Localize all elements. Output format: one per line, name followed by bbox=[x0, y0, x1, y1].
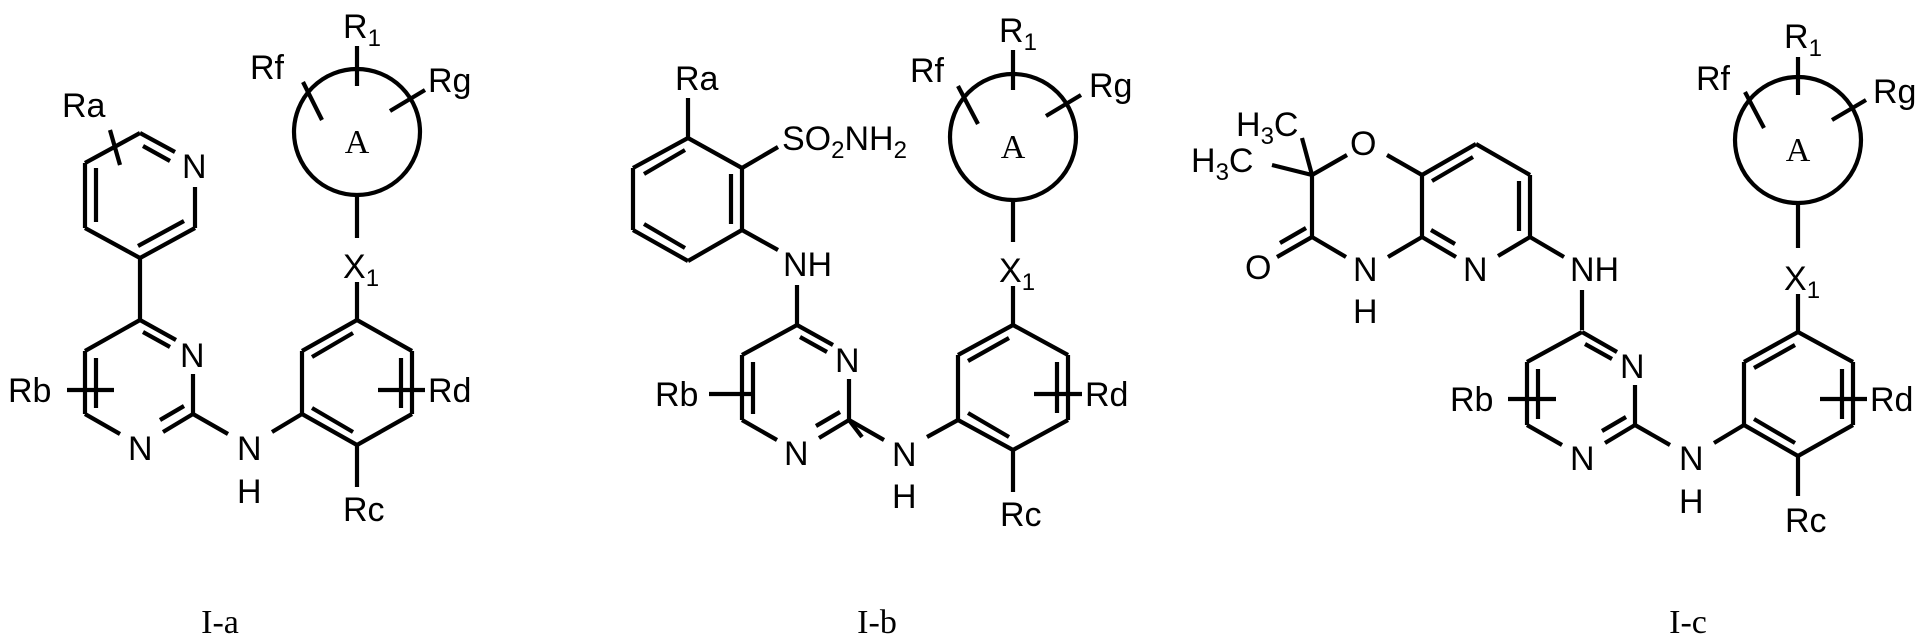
aniline-ring: Rd Rc bbox=[955, 323, 1128, 534]
rf-label: Rf bbox=[910, 52, 945, 90]
x1-label: X1 bbox=[999, 252, 1035, 296]
structure-I-c: H3C H3C O O N H bbox=[1191, 18, 1916, 641]
pyridine-n-label: N bbox=[182, 148, 207, 186]
aniline-ring: Rd Rc bbox=[299, 318, 471, 529]
pyrimidine-n2-label: N bbox=[1570, 440, 1595, 478]
rb-label: Rb bbox=[8, 372, 51, 410]
pyrimidine-ring: N N Rb N H bbox=[655, 323, 960, 516]
ring-a-label: A bbox=[1001, 129, 1026, 166]
rc-label: Rc bbox=[1000, 496, 1042, 534]
amine-h-label: H bbox=[892, 478, 917, 516]
carbonyl-o-label: O bbox=[1245, 249, 1271, 287]
ring-a-label: A bbox=[1786, 132, 1811, 169]
sulfonamide-benzene-ring: Ra SO2NH2 NH bbox=[630, 60, 907, 325]
rc-label: Rc bbox=[343, 491, 385, 529]
lactam-h-label: H bbox=[1353, 293, 1378, 331]
rg-label: Rg bbox=[1089, 67, 1132, 105]
rb-label: Rb bbox=[655, 376, 698, 414]
r1-label: R1 bbox=[999, 12, 1037, 56]
pyrimidine-n1-label: N bbox=[835, 342, 860, 380]
amine-n-label: N bbox=[1679, 440, 1704, 478]
methyl-2-label: H3C bbox=[1191, 142, 1253, 186]
rb-label: Rb bbox=[1450, 381, 1493, 419]
structure-I-b: Ra SO2NH2 NH A R1 Rf Rg X1 bbox=[630, 12, 1132, 641]
x1-label: X1 bbox=[1784, 260, 1820, 304]
rd-label: Rd bbox=[1085, 376, 1128, 414]
pyrimidine-n1-label: N bbox=[180, 337, 205, 375]
rc-label: Rc bbox=[1785, 502, 1827, 540]
rf-label: Rf bbox=[250, 49, 285, 87]
amine-h-label: H bbox=[1679, 483, 1704, 521]
pyrimidine-n1-label: N bbox=[1620, 348, 1645, 386]
ring-a-group: A R1 Rf Rg X1 bbox=[910, 12, 1132, 325]
ring-o-label: O bbox=[1350, 125, 1376, 163]
r1-label: R1 bbox=[1784, 18, 1822, 62]
nh-link-label: NH bbox=[1570, 251, 1619, 289]
amine-h-label: H bbox=[237, 473, 262, 511]
pyrido-oxazinone-bicycle: H3C H3C O O N H bbox=[1191, 106, 1619, 331]
ring-a-group: A R1 Rf Rg X1 bbox=[250, 8, 471, 320]
pyrimidine-n2-label: N bbox=[128, 430, 153, 468]
x1-label: X1 bbox=[343, 248, 379, 292]
methyl-1-label: H3C bbox=[1236, 106, 1298, 150]
ring-a-label: A bbox=[345, 124, 370, 161]
pyrimidine-n2-label: N bbox=[784, 435, 809, 473]
structure-I-a: A R1 Rf Rg X1 N bbox=[8, 8, 471, 641]
caption-I-c: I-c bbox=[1669, 604, 1707, 641]
rd-label: Rd bbox=[1870, 381, 1913, 419]
pyridine-n-label: N bbox=[1463, 251, 1488, 289]
ra-label: Ra bbox=[675, 60, 719, 98]
r1-label: R1 bbox=[343, 8, 381, 52]
lactam-n-label: N bbox=[1353, 251, 1378, 289]
rd-label: Rd bbox=[428, 372, 471, 410]
aniline-ring: Rd Rc bbox=[1741, 330, 1913, 540]
pyrimidine-ring: N N Rb N H bbox=[1450, 330, 1746, 521]
amine-n-label: N bbox=[892, 436, 917, 474]
pyridine-ring: N Ra bbox=[62, 87, 207, 320]
rf-label: Rf bbox=[1696, 60, 1731, 98]
rg-label: Rg bbox=[428, 62, 471, 100]
ring-a-group: A R1 Rf Rg X1 bbox=[1696, 18, 1916, 332]
nh-link-label: NH bbox=[783, 246, 832, 284]
sulfonamide-label: SO2NH2 bbox=[782, 120, 907, 164]
caption-I-b: I-b bbox=[857, 604, 897, 641]
ra-label: Ra bbox=[62, 87, 106, 125]
rg-label: Rg bbox=[1873, 73, 1916, 111]
caption-I-a: I-a bbox=[201, 604, 239, 641]
pyrimidine-ring: N N Rb N H bbox=[8, 318, 304, 511]
amine-n-label: N bbox=[237, 430, 262, 468]
